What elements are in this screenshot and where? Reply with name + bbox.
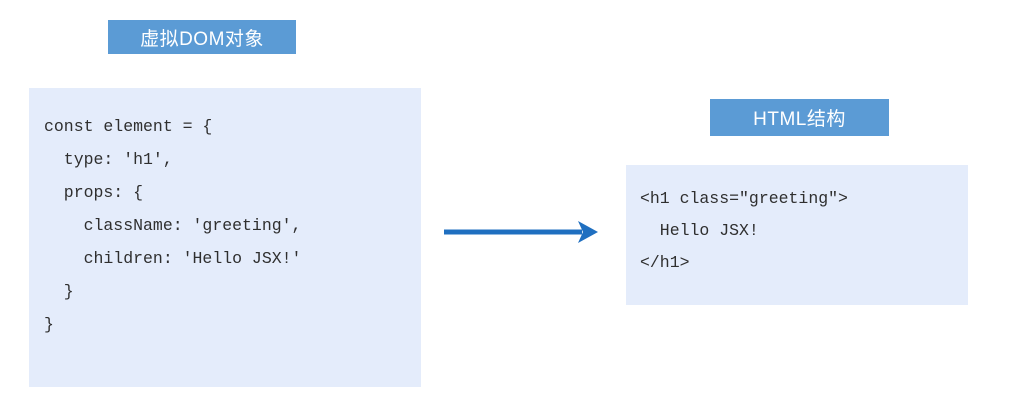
virtual-dom-label-chip: 虚拟DOM对象 — [108, 20, 296, 54]
code-line: <h1 class="greeting"> — [640, 189, 848, 208]
html-structure-label-chip: HTML结构 — [710, 99, 889, 136]
code-line: type: 'h1', — [44, 150, 173, 169]
arrow-right-icon — [444, 216, 600, 248]
html-structure-code-panel: <h1 class="greeting"> Hello JSX! </h1> — [626, 165, 968, 305]
virtual-dom-label-text: 虚拟DOM对象 — [140, 28, 264, 50]
code-line: Hello JSX! — [640, 221, 759, 240]
code-line: props: { — [44, 183, 144, 202]
code-line: } — [44, 315, 54, 334]
code-line: children: 'Hello JSX!' — [44, 249, 302, 268]
code-line: className: 'greeting', — [44, 216, 302, 235]
code-line: </h1> — [640, 253, 690, 272]
html-structure-label-text: HTML结构 — [753, 109, 846, 130]
virtual-dom-code-panel: const element = { type: 'h1', props: { c… — [29, 88, 421, 387]
code-line: } — [44, 282, 74, 301]
code-line: const element = { — [44, 117, 213, 136]
